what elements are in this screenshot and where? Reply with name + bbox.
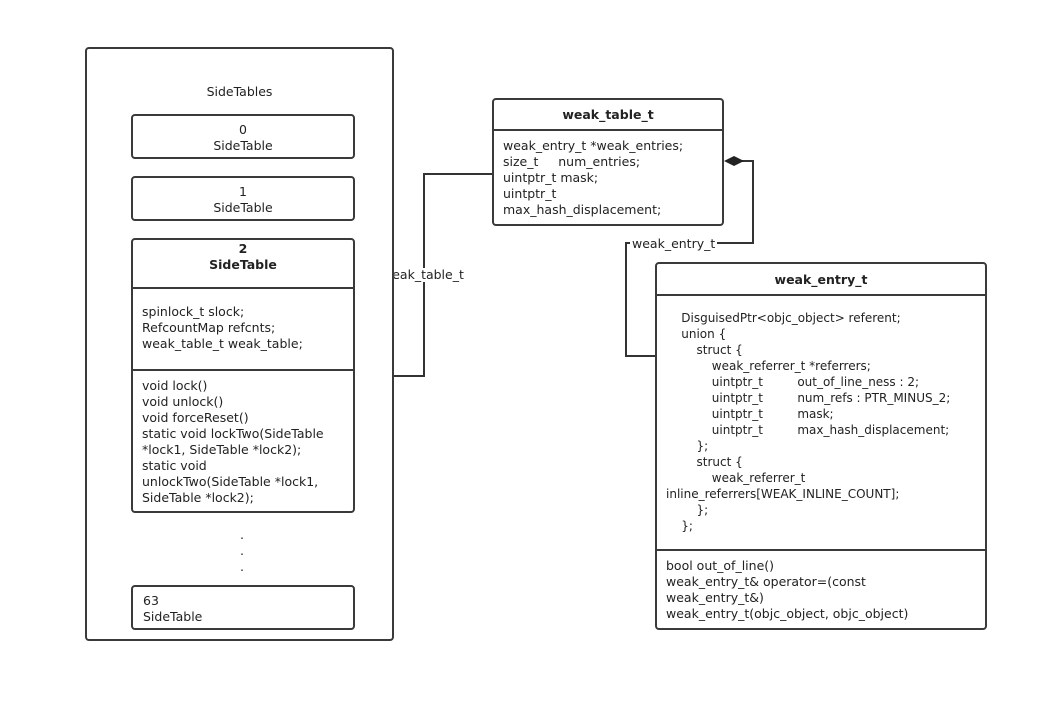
field-line: uintptr_t [503,186,557,201]
weak-entry-title: weak_entry_t [774,272,868,287]
body-line: uintptr_t num_refs : PTR_MINUS_2; [666,391,951,405]
field-line: uintptr_t mask; [503,170,599,185]
side-tables-title: SideTables [206,84,273,99]
side-table-1-name: SideTable [213,200,273,215]
field-line: weak_table_t weak_table; [142,336,303,351]
side-table-1-index: 1 [239,184,247,199]
method-line: weak_entry_t(objc_object, objc_object) [666,606,909,621]
weak-entry-body: DisguisedPtr<objc_object> referent; unio… [666,310,950,534]
body-line: union { [666,327,727,341]
weak-entry-divider-2 [657,549,985,551]
weak-entry-box: weak_entry_t DisguisedPtr<objc_object> r… [655,262,987,630]
side-table-63-index: 63 [143,593,159,608]
connector-label-weak-table: weak_table_t [380,267,466,282]
method-line: bool out_of_line() [666,558,775,573]
body-line: }; [666,439,709,453]
weak-entry-methods: bool out_of_line() weak_entry_t& operato… [666,558,908,622]
method-line: void lock() [142,378,208,393]
connector-label-weak-entry: weak_entry_t [630,236,718,251]
body-line: struct { [666,343,743,357]
side-table-2: 2 SideTable spinlock_t slock; RefcountMa… [131,238,355,513]
body-line: }; [666,519,693,533]
body-line: weak_referrer_t [666,471,806,485]
side-table-2-fields: spinlock_t slock; RefcountMap refcnts; w… [142,304,303,352]
aggregation-diamond-weak-table [724,156,744,166]
side-tables-ellipsis: . . . [230,527,254,575]
body-line: DisguisedPtr<objc_object> referent; [666,311,901,325]
method-line: static void [142,458,207,473]
ellipsis-dot: . [240,559,244,574]
body-line: uintptr_t out_of_line_ness : 2; [666,375,920,389]
body-line: inline_referrers[WEAK_INLINE_COUNT]; [666,487,900,501]
method-line: weak_entry_t&) [666,590,764,605]
body-line: struct { [666,455,743,469]
ellipsis-dot: . [240,527,244,542]
method-line: *lock1, SideTable *lock2); [142,442,302,457]
weak-table-fields: weak_entry_t *weak_entries; size_t num_e… [503,138,683,218]
method-line: unlockTwo(SideTable *lock1, [142,474,319,489]
body-line: uintptr_t max_hash_displacement; [666,423,950,437]
method-line: weak_entry_t& operator=(const [666,574,866,589]
ellipsis-dot: . [240,543,244,558]
side-table-1: 1 SideTable [131,176,355,221]
method-line: SideTable *lock2); [142,490,254,505]
method-line: void unlock() [142,394,224,409]
field-line: weak_entry_t *weak_entries; [503,138,684,153]
body-line: }; [666,503,709,517]
side-table-2-name: SideTable [209,257,277,272]
method-line: void forceReset() [142,410,249,425]
side-table-0-name: SideTable [213,138,273,153]
method-line: static void lockTwo(SideTable [142,426,324,441]
side-table-0: 0 SideTable [131,114,355,159]
side-table-2-divider-1 [133,287,353,289]
field-line: size_t num_entries; [503,154,641,169]
side-table-0-index: 0 [239,122,247,137]
field-line: max_hash_displacement; [503,202,662,217]
side-table-2-header: 2 SideTable [133,241,353,273]
field-line: spinlock_t slock; [142,304,245,319]
body-line: uintptr_t mask; [666,407,834,421]
field-line: RefcountMap refcnts; [142,320,276,335]
side-table-63: 63 SideTable [131,585,355,630]
weak-entry-divider-1 [657,294,985,296]
side-table-2-index: 2 [238,241,248,256]
body-line: weak_referrer_t *referrers; [666,359,871,373]
weak-table-divider [494,129,722,131]
weak-table-title: weak_table_t [562,107,654,122]
side-table-63-name: SideTable [143,609,203,624]
weak-table-box: weak_table_t weak_entry_t *weak_entries;… [492,98,724,226]
side-table-2-divider-2 [133,369,353,371]
side-table-2-methods: void lock() void unlock() void forceRese… [142,378,324,506]
